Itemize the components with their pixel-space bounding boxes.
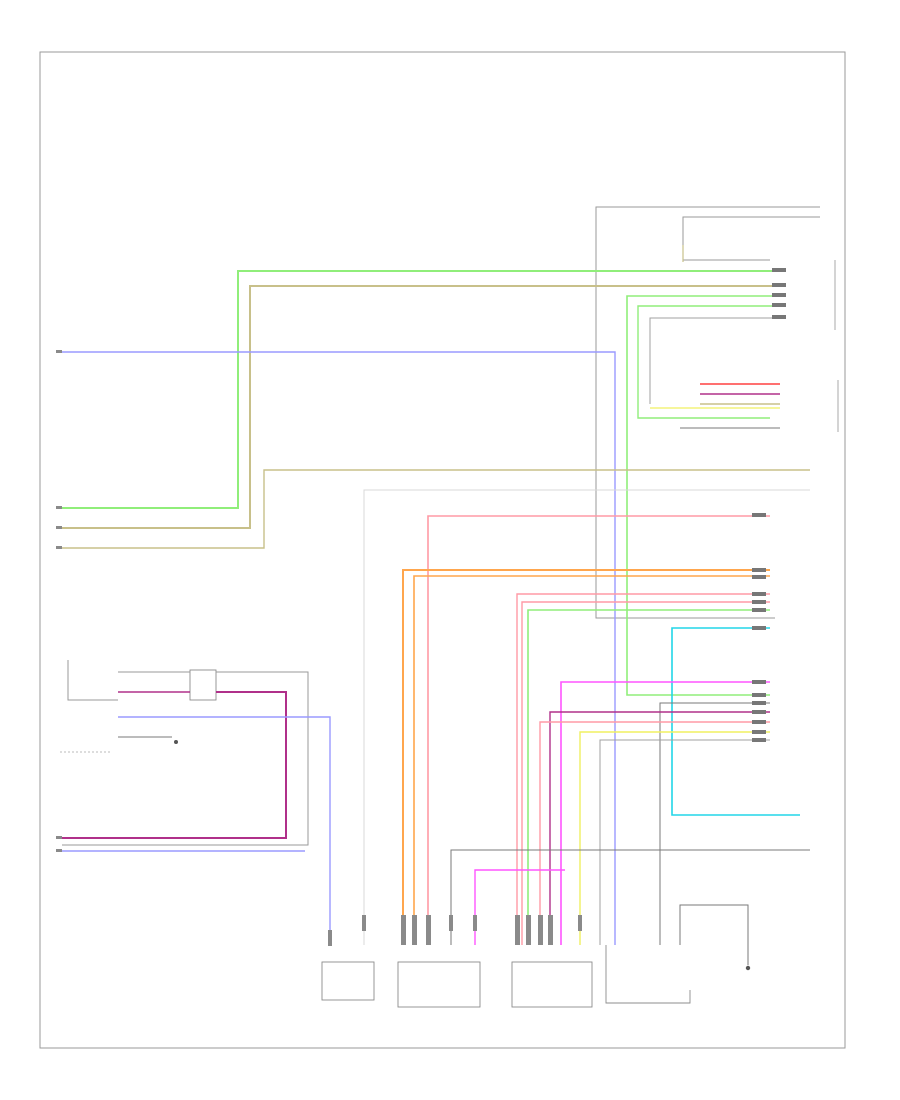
wire-tan-2 [62,469,810,549]
wire-purple-right [62,691,287,839]
wire-gray-right-1 [62,671,309,846]
left-edge-terminals [56,350,62,852]
wire-orange-2 [413,575,770,945]
bottom-components [321,904,751,1008]
wire-gray-3 [599,739,770,945]
ground-symbol-right [745,965,751,971]
wire-black-2 [659,702,770,945]
wire-gray-faint [363,489,810,945]
component-3 [511,961,593,1008]
wire-green-3 [637,305,780,419]
switch-block [189,669,217,701]
connector-pins-b [752,513,766,742]
wire-pink-2 [516,593,770,945]
wire-blue-main [62,351,616,945]
component-4-outline [605,945,691,1004]
wire-magenta-1 [560,681,770,945]
wire-purple-2 [549,711,770,945]
wire-orange-1 [402,569,770,945]
wire-tan-main [62,285,780,529]
connector-pins-a [772,268,786,319]
wire-yellow-2 [579,731,770,945]
wire-green-2 [626,295,780,696]
wire-pink-long [427,515,770,945]
wire-gray-short [649,317,780,404]
wire-gray-loop [595,206,820,619]
wire-gray-top-2 [682,216,820,261]
component-2 [397,961,481,1008]
wire-pink-4 [539,721,770,945]
wire-green-4 [527,609,770,945]
ground-wire-right [679,904,749,965]
wire-blue-left [118,716,331,945]
wire-pink-3 [521,601,770,945]
wire-black-bottom [450,849,810,945]
top-right-connector-group [62,206,839,696]
wire-gray-left-1 [67,660,118,701]
diagram-frame [39,51,846,1049]
component-1 [321,961,375,1001]
middle-right-connector-group [402,513,800,945]
bottom-terminal-stubs [328,915,582,946]
ground-symbol-left [174,740,178,744]
left-switch-module [60,660,331,945]
wire-green-main [62,270,780,509]
